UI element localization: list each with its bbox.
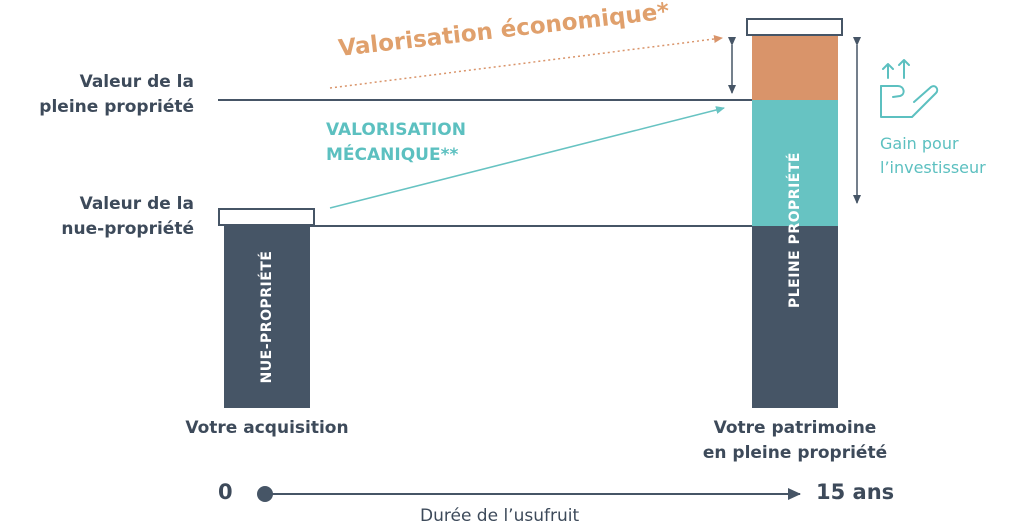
mechanical-arrow bbox=[329, 106, 725, 209]
patrimoine-label-line1: Votre patrimoine bbox=[713, 418, 877, 438]
full-value-label-line1: Valeur de la bbox=[79, 72, 194, 92]
mechanical-valuation-label: VALORISATION MÉCANIQUE** bbox=[326, 118, 466, 168]
timeline-end-label: 15 ans bbox=[816, 480, 895, 504]
patrimoine-label: Votre patrimoine en pleine propriété bbox=[680, 416, 910, 466]
mechanical-label-line1: VALORISATION bbox=[326, 120, 466, 140]
timeline-axis-label: Durée de l’usufruit bbox=[420, 506, 580, 526]
mechanical-label-line2: MÉCANIQUE** bbox=[326, 145, 459, 165]
economic-arrow bbox=[329, 35, 723, 89]
full-ownership-bar-base bbox=[752, 226, 838, 408]
acquisition-label: Votre acquisition bbox=[185, 418, 349, 438]
mechanical-gain-segment bbox=[752, 100, 838, 226]
bare-ownership-cap bbox=[218, 208, 315, 226]
investor-gain-label: Gain pour l’investisseur bbox=[880, 132, 986, 180]
gain-label-line2: l’investisseur bbox=[880, 158, 986, 177]
economic-gain-segment bbox=[752, 35, 838, 100]
bare-value-label: Valeur de la nue-propriété bbox=[61, 192, 194, 242]
bare-value-label-line2: nue-propriété bbox=[61, 219, 194, 239]
bare-ownership-bar bbox=[224, 226, 310, 408]
bar-right-label: PLEINE PROPRIÉTÉ bbox=[786, 152, 803, 308]
hand-growth-icon bbox=[880, 59, 939, 118]
full-value-label-line2: pleine propriété bbox=[39, 97, 194, 117]
full-value-label: Valeur de la pleine propriété bbox=[39, 70, 194, 120]
timeline-start-label: 0 bbox=[218, 480, 233, 504]
bar-left-label: NUE-PROPRIÉTÉ bbox=[258, 251, 275, 384]
timeline-start-dot bbox=[257, 486, 273, 502]
bare-value-label-line1: Valeur de la bbox=[79, 194, 194, 214]
gain-label-line1: Gain pour bbox=[880, 134, 959, 153]
patrimoine-label-line2: en pleine propriété bbox=[702, 443, 888, 463]
full-ownership-cap bbox=[746, 18, 843, 36]
